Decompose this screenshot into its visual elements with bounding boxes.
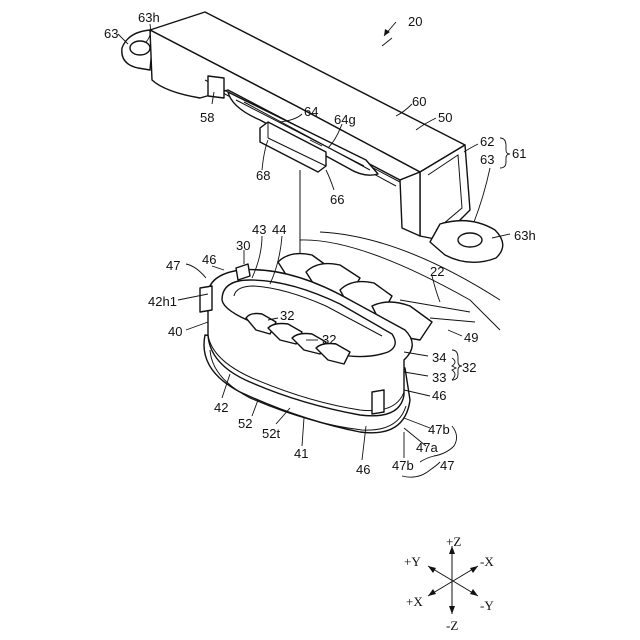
label-63h-right: 63h xyxy=(514,228,536,243)
label-60: 60 xyxy=(412,94,426,109)
label-63h-top: 63h xyxy=(138,10,160,25)
label-49: 49 xyxy=(464,330,478,345)
label-47-top: 47 xyxy=(166,258,180,273)
label-52: 52 xyxy=(238,416,252,431)
label-47-bottom: 47 xyxy=(440,458,454,473)
label-30: 30 xyxy=(236,238,250,253)
bracket-61 xyxy=(500,138,510,168)
axis-label-plus-z: +Z xyxy=(446,534,461,549)
label-41: 41 xyxy=(294,446,308,461)
label-52t: 52t xyxy=(262,426,280,441)
axis-label-minus-z: -Z xyxy=(446,618,458,633)
label-64: 64 xyxy=(304,104,318,119)
label-61: 61 xyxy=(512,146,526,161)
label-32-group: 32 xyxy=(462,360,476,375)
axis-label-minus-y: -Y xyxy=(480,598,494,613)
tab-58 xyxy=(208,76,224,98)
label-34: 34 xyxy=(432,350,446,365)
label-47b-a: 47b xyxy=(428,422,450,437)
label-46-top: 46 xyxy=(202,252,216,267)
label-22: 22 xyxy=(430,264,444,279)
label-68: 68 xyxy=(256,168,270,183)
label-33: 33 xyxy=(432,370,446,385)
axis-label-plus-x: +X xyxy=(406,594,423,609)
mounting-hole-63h-left xyxy=(130,41,150,55)
coordinate-axes: +Z -Z +Y -Y +X -X xyxy=(404,534,494,633)
label-44: 44 xyxy=(272,222,286,237)
label-66: 66 xyxy=(330,192,344,207)
label-42h1: 42h1 xyxy=(148,294,177,309)
label-46-bottom: 46 xyxy=(356,462,370,477)
label-32-b: 32 xyxy=(322,332,336,347)
label-47b-b: 47b xyxy=(392,458,414,473)
label-62: 62 xyxy=(480,134,494,149)
label-42: 42 xyxy=(214,400,228,415)
label-50: 50 xyxy=(438,110,452,125)
label-32-a: 32 xyxy=(280,308,294,323)
label-43: 43 xyxy=(252,222,266,237)
label-64g: 64g xyxy=(334,112,356,127)
label-20: 20 xyxy=(408,14,422,29)
label-46-right: 46 xyxy=(432,388,446,403)
label-47a: 47a xyxy=(416,440,438,455)
label-63: 63 xyxy=(104,26,118,41)
label-40: 40 xyxy=(168,324,182,339)
label-58: 58 xyxy=(200,110,214,125)
axis-label-plus-y: +Y xyxy=(404,554,421,569)
label-63-right: 63 xyxy=(480,152,494,167)
mounting-hole-63h-right xyxy=(458,233,482,247)
axis-label-minus-x: -X xyxy=(480,554,494,569)
